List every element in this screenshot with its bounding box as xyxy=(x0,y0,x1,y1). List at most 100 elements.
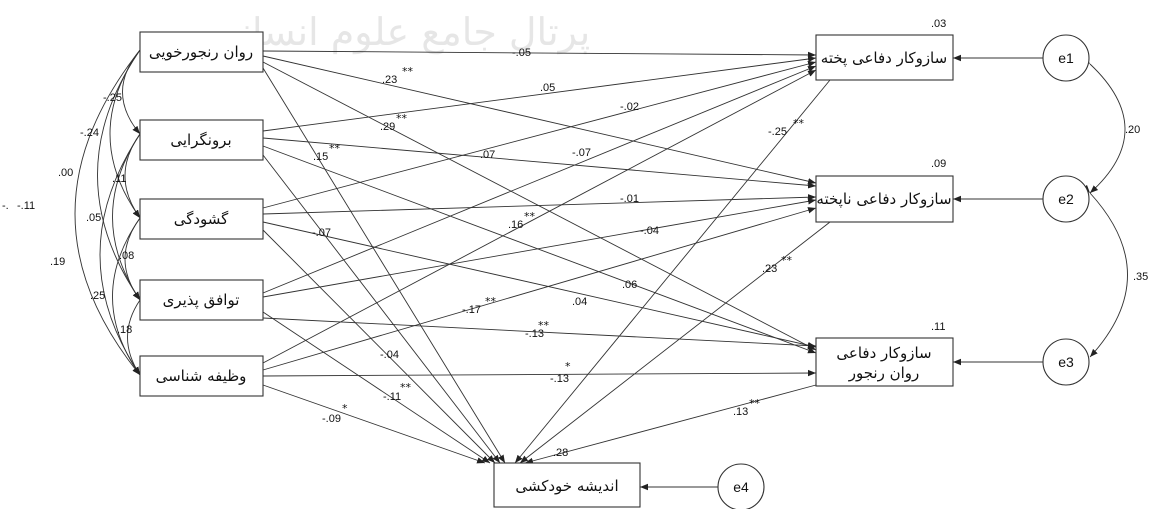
path-label-p4-m3: -.13 xyxy=(525,328,544,340)
outcome-label: اندیشه خودکشی xyxy=(515,477,618,495)
path-label-p2-m1: .05 xyxy=(540,82,555,94)
r2-m3: .11 xyxy=(931,321,945,333)
predictor-p1: روان رنجورخویی xyxy=(139,31,264,73)
path-p5-m1 xyxy=(262,69,817,364)
cov-label-p1-p2: -.25 xyxy=(103,92,122,104)
predictor-p5: وظیفه شناسی xyxy=(139,355,264,397)
error-arrows xyxy=(640,54,1128,491)
path-label-p2-m3: .06 xyxy=(622,279,637,291)
regression-paths xyxy=(262,50,831,465)
sig-p1-m2: ** xyxy=(402,65,414,78)
path-label-p4-o: -.11 xyxy=(383,391,401,403)
cov-arc-p1-p5 xyxy=(74,41,148,376)
path-p2-m1 xyxy=(262,55,817,132)
path-label-p3-m1: -.02 xyxy=(620,101,639,113)
sig-p4-o: ** xyxy=(400,381,412,394)
mediator-label-m3-line2: روان رنجور xyxy=(848,364,920,382)
predictor-label-p1: روان رنجورخویی xyxy=(149,43,253,61)
mediator-box-m1 xyxy=(815,34,954,81)
r2-outcome: .28 xyxy=(553,447,568,459)
path-label-p5-m1: .16 xyxy=(508,219,523,231)
covariance-labels: -.25 -.24 .00 -.11 -. .11 .05 .19 .08 .2… xyxy=(2,92,134,336)
predictor-label-p4: توافق پذیری xyxy=(163,291,240,310)
path-p1-m2 xyxy=(262,55,817,185)
outcome-o1: اندیشه خودکشی .28 xyxy=(493,447,641,508)
cov-arc-p1-p4 xyxy=(97,41,148,301)
sig-m1-o: ** xyxy=(793,117,805,130)
error-e3: e3 xyxy=(1042,338,1090,386)
error-e4: e4 xyxy=(717,463,765,509)
error-circle-e2 xyxy=(1042,175,1090,223)
cov-arc-p2-p4 xyxy=(112,125,148,301)
mediator-box-m3 xyxy=(815,337,954,387)
cov-label-edge-fragment: -. xyxy=(2,200,9,212)
error-label-e4: e4 xyxy=(733,479,749,495)
cov-label-p4-p5: .18 xyxy=(117,324,132,336)
sig-p4-m3: ** xyxy=(538,319,550,332)
sig-p5-m3: * xyxy=(565,360,571,373)
error-e1: e1 xyxy=(1042,34,1090,82)
predictor-box-p4 xyxy=(139,279,264,321)
path-label-p1-o: .15 xyxy=(313,151,328,163)
cov-arc-p4-p5 xyxy=(127,291,148,376)
mediator-label-m2: سازوکار دفاعی ناپخته xyxy=(816,190,951,209)
r2-m2: .09 xyxy=(931,158,946,170)
predictor-p4: توافق پذیری xyxy=(139,279,264,321)
sig-p5-o: * xyxy=(342,402,348,415)
path-labels: -.05 .23 ** .05 -.02 .29 ** -.25 ** .15 … xyxy=(312,47,805,425)
mediator-m3: سازوکار دفاعی روان رنجور .11 xyxy=(815,321,954,387)
predictor-label-p5: وظیفه شناسی xyxy=(156,367,247,385)
predictor-box-p3 xyxy=(139,198,264,240)
path-label-p2-o: -.07 xyxy=(312,227,331,239)
cov-label-p3-p4: .08 xyxy=(119,250,134,262)
predictor-box-p5 xyxy=(139,355,264,397)
error-label-e2: e2 xyxy=(1058,191,1074,207)
sig-p1-o: ** xyxy=(329,142,341,155)
path-m2-o xyxy=(519,221,831,464)
cov-arc-e2-e3 xyxy=(1082,184,1128,358)
path-p1-o xyxy=(262,67,506,464)
predictor-label-p3: گشودگی xyxy=(174,210,229,228)
path-label-m2-o: .23 xyxy=(762,263,777,275)
sig-p5-m2: ** xyxy=(485,295,497,308)
error-circle-e4 xyxy=(717,463,765,509)
cov-label-p1-p4: .00 xyxy=(58,167,73,179)
mediator-label-m3-line1: سازوکار دفاعی xyxy=(836,344,931,362)
predictor-box-p1 xyxy=(139,31,264,73)
error-label-e1: e1 xyxy=(1058,50,1074,66)
error-label-e3: e3 xyxy=(1058,354,1074,370)
outcome-box xyxy=(493,462,641,508)
path-p3-o xyxy=(262,229,496,464)
path-p3-m2 xyxy=(262,194,817,215)
path-label-p3-o: -.04 xyxy=(380,349,399,361)
cov-arc-p3-p5 xyxy=(112,209,148,376)
predictor-p3: گشودگی xyxy=(139,198,264,240)
path-label-p1-m1: -.05 xyxy=(512,47,531,59)
path-label-p5-m3: -.13 xyxy=(550,373,569,385)
path-p4-o xyxy=(262,311,491,464)
predictor-label-p2: برونگرایی xyxy=(170,131,231,149)
mediator-label-m1: سازوکار دفاعی پخته xyxy=(821,49,947,68)
predictor-p2: برونگرایی xyxy=(139,119,264,161)
path-label-p1-m2: .23 xyxy=(382,74,397,86)
path-p2-m2 xyxy=(262,137,817,189)
path-p4-m2 xyxy=(262,198,817,298)
cov-label-p1-p3: -.24 xyxy=(80,127,99,139)
cov-label-p2-p3: .11 xyxy=(112,173,126,185)
error-e2: e2 xyxy=(1042,175,1090,223)
path-label-p2-m2: .07 xyxy=(480,149,495,161)
path-p5-o xyxy=(262,384,486,464)
error-circle-e1 xyxy=(1042,34,1090,82)
cov-label-p3-p5: .25 xyxy=(90,290,105,302)
predictor-box-p2 xyxy=(139,119,264,161)
path-p3-m3 xyxy=(262,221,817,349)
path-p4-m3 xyxy=(262,317,817,349)
path-label-p4-m2: -.04 xyxy=(640,225,659,237)
path-label-p5-m2: -.17 xyxy=(462,304,481,316)
sig-p5-m1: ** xyxy=(524,210,536,223)
cov-label-p2-p4: .05 xyxy=(86,212,101,224)
path-p1-m1 xyxy=(262,50,817,59)
watermark-text: پرتال جامع علوم انسانی xyxy=(210,10,590,55)
cov-label-e2-e3: .35 xyxy=(1133,271,1148,283)
